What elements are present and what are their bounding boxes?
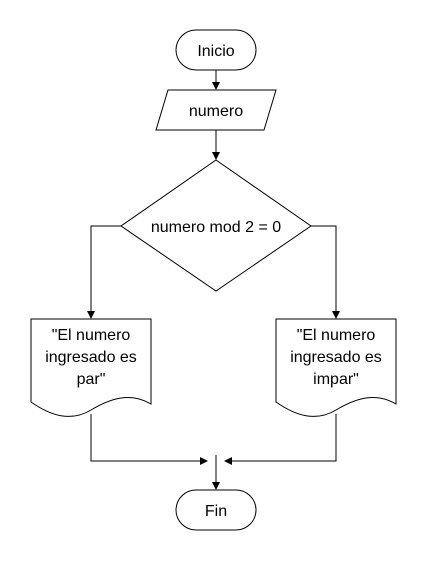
decision-label: numero mod 2 = 0 <box>151 219 281 236</box>
end-terminator: Fin <box>175 489 257 531</box>
right-output-document: "El numero ingresado es impar" <box>275 318 397 417</box>
left-output-line-3: par" <box>77 371 106 388</box>
left-output-document: "El numero ingresado es par" <box>30 318 152 417</box>
start-label: Inicio <box>197 43 234 60</box>
right-output-line-1: "El numero <box>297 327 376 344</box>
arrow-decision-to-left-output <box>87 225 121 319</box>
input-node: numero <box>155 89 277 131</box>
decision-node: numero mod 2 = 0 <box>120 159 312 292</box>
input-label: numero <box>189 103 243 120</box>
start-terminator: Inicio <box>175 29 257 71</box>
end-label: Fin <box>205 503 227 520</box>
left-output-line-1: "El numero <box>52 327 131 344</box>
right-output-line-3: impar" <box>313 371 359 388</box>
arrow-decision-to-right-output <box>311 225 340 319</box>
right-output-line-2: ingresado es <box>290 349 382 366</box>
arrow-right-output-to-merge <box>224 414 337 465</box>
left-output-line-2: ingresado es <box>45 349 137 366</box>
arrow-left-output-to-merge <box>90 414 208 465</box>
